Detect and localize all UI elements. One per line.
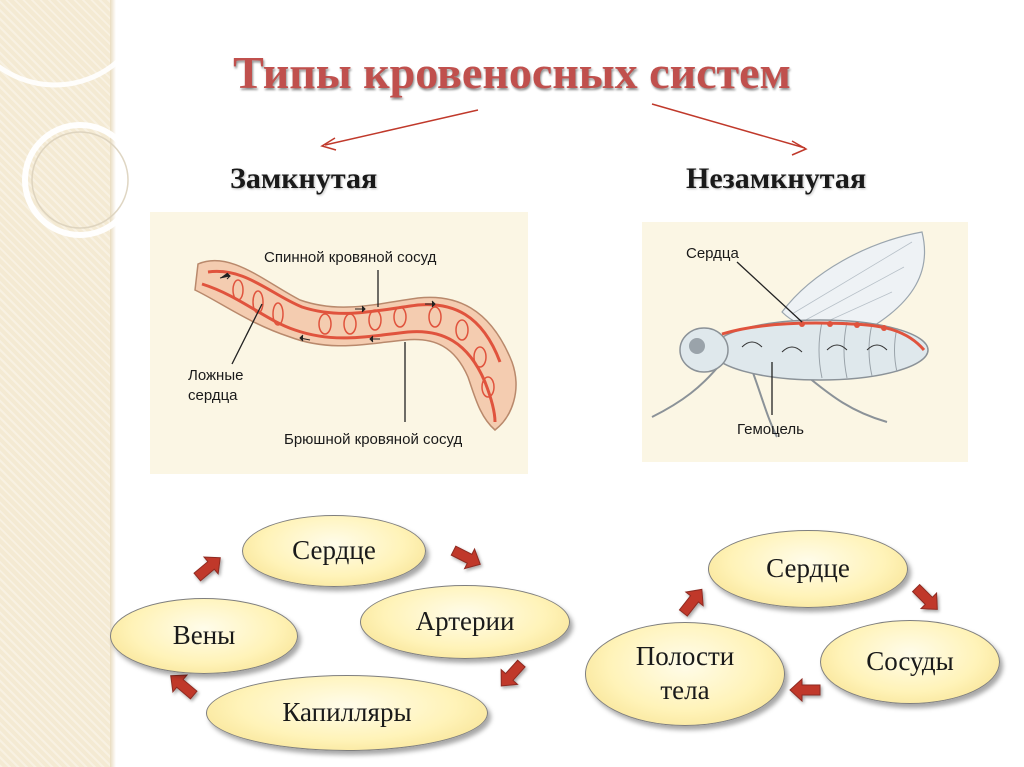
dorsal-vessel (207, 269, 502, 363)
oval-heart-open: Сердце (708, 530, 908, 608)
arrow-vessels-to-cavities (789, 677, 821, 703)
worm-diagram: Спинной кровяной сосуд Ложные сердца Брю… (150, 212, 528, 474)
flow-arrows (219, 272, 436, 343)
heading-open: Незамкнутая (686, 162, 867, 195)
arrow-heart-to-arteries (450, 545, 481, 570)
hemolymph-arrows (741, 341, 888, 353)
arrow-arteries-to-capillaries (500, 659, 526, 687)
heart-vessel (721, 321, 926, 351)
insect-illustration: Сердца Гемоцель (651, 231, 929, 438)
worm-illustration: Спинной кровяной сосуд Ложные сердца Брю… (188, 249, 517, 448)
false-hearts-pointer (231, 303, 263, 365)
arrow-heart-to-vessels (911, 583, 938, 610)
insect-eye (689, 338, 705, 354)
oval-body-cavities-label-1: Полости (635, 641, 735, 672)
oval-heart-open-label: Сердце (766, 553, 850, 584)
oval-veins: Вены (110, 598, 298, 674)
label-false-hearts-1: Ложные (188, 367, 243, 384)
insect-diagram: Сердца Гемоцель (642, 222, 968, 462)
label-ventral-vessel: Брюшной кровяной сосуд (284, 431, 462, 448)
oval-body-cavities: Полости тела (585, 622, 785, 726)
oval-veins-label: Вены (172, 620, 236, 651)
heading-closed: Замкнутая (230, 162, 378, 195)
arrow-veins-to-heart (193, 556, 221, 582)
page-title: Типы кровеносных систем (233, 47, 791, 98)
title-branch-arrows (320, 103, 808, 156)
arrow-capillaries-to-veins (170, 674, 198, 700)
side-stripe-edge (110, 0, 116, 767)
oval-arteries-label: Артерии (415, 606, 515, 637)
heart-chambers (799, 321, 887, 331)
oval-body-cavities-label-2: тела (660, 675, 710, 705)
false-hearts (232, 279, 495, 398)
insect-head (679, 327, 729, 373)
oval-heart-closed: Сердце (242, 515, 426, 587)
ventral-vessel (201, 282, 497, 423)
hearts-pointer (736, 261, 803, 323)
decorative-rings (0, 0, 152, 238)
oval-vessels: Сосуды (820, 620, 1000, 704)
label-hemocoel: Гемоцель (737, 421, 804, 438)
arrow-cavities-to-heart (678, 588, 704, 617)
worm-body (194, 259, 517, 431)
label-hearts: Сердца (686, 245, 740, 262)
oval-heart-closed-label: Сердце (292, 535, 376, 566)
oval-capillaries: Капилляры (206, 675, 488, 751)
oval-arteries: Артерии (360, 585, 570, 659)
oval-capillaries-label: Капилляры (282, 697, 412, 728)
oval-vessels-label: Сосуды (866, 646, 954, 677)
label-false-hearts-2: сердца (188, 387, 238, 404)
label-dorsal-vessel: Спинной кровяной сосуд (264, 249, 437, 266)
